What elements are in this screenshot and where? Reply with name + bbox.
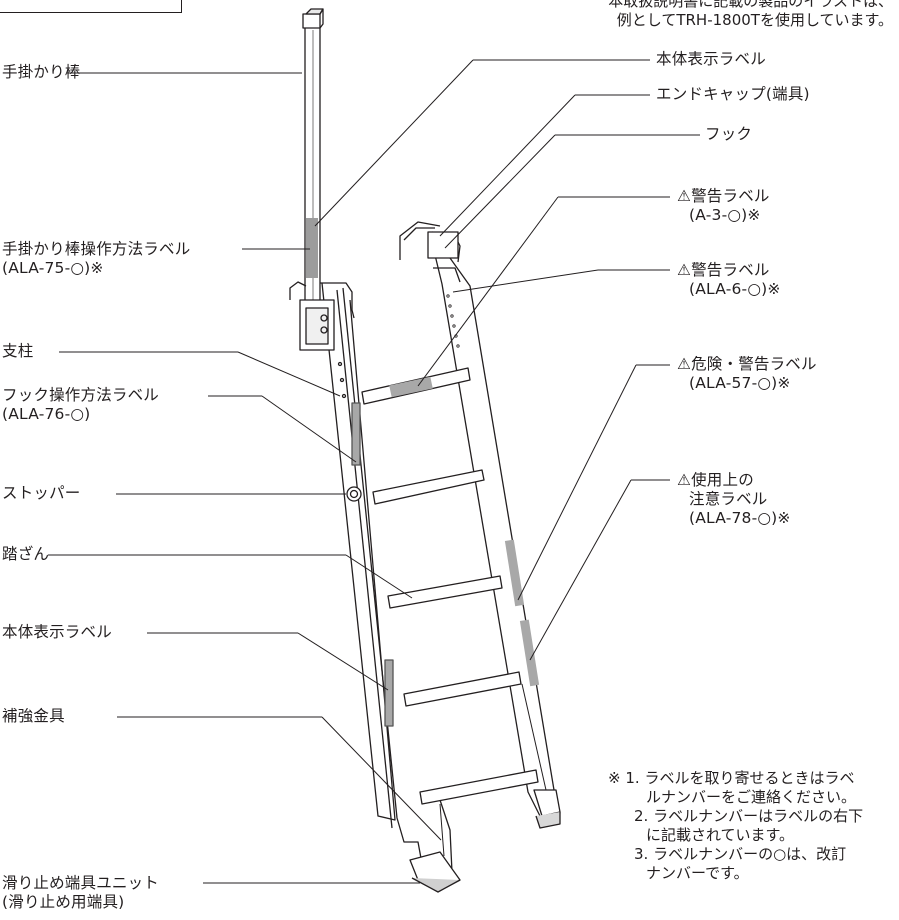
footnote-1: 1. ラベルを取り寄せるときはラベ [625,769,855,787]
label-warning-ala6: ⚠警告ラベル (ALA-6-○)※ [677,261,781,299]
label-handrail: 手掛かり棒 [2,63,81,81]
label-bracket: 補強金具 [2,707,65,725]
label-hook-operation-code: (ALA-76-○) [2,405,91,423]
footnote-mark: ※ [608,769,621,787]
footnote-2: 2. ラベルナンバーはラベルの右下 [634,807,864,825]
header-note: 本取扱説明書に記載の製品のイラストは、 例としてTRH-1800Tを使用していま… [548,0,893,30]
footnote-1-cont: ルナンバーをご連絡ください。 [646,788,857,806]
label-caution-line2: 注意ラベル [689,490,768,508]
warning-icon: ⚠ [677,261,692,279]
label-foot-unit: 滑り止め端具ユニット (滑り止め用端具) [2,874,159,912]
label-body-display-1: 本体表示ラベル [656,50,766,68]
footnote-3: 3. ラベルナンバーの○は、改訂 [634,845,847,863]
rungs [361,367,539,805]
label-rung: 踏ざん [2,545,50,563]
label-warning-ala6-title: 警告ラベル [691,261,770,279]
footnote-2-cont: に記載されています。 [646,826,795,844]
label-body-display-2: 本体表示ラベル [2,623,112,641]
label-handrail-operation-title: 手掛かり棒操作方法ラベル [2,240,191,258]
right-rail [399,221,561,829]
label-handrail-operation-code: (ALA-75-○)※ [2,259,104,277]
header-note-line2: 例としてTRH-1800Tを使用しています。 [616,11,893,29]
label-danger-warning: ⚠危険・警告ラベル (ALA-57-○)※ [677,355,817,393]
warning-icon: ⚠ [677,355,692,373]
handrail-pole [289,8,324,305]
label-hook-operation-title: フック操作方法ラベル [2,386,160,404]
label-foot-unit-sub: (滑り止め用端具) [2,893,125,911]
label-end-cap: エンドキャップ(端具) [656,85,810,103]
label-post: 支柱 [2,342,34,360]
footnotes: ※ 1. ラベルを取り寄せるときはラベ ルナンバーをご連絡ください。 2. ラベ… [608,769,863,883]
label-caution: ⚠使用上の 注意ラベル (ALA-78-○)※ [677,471,791,528]
feet [409,851,461,893]
label-danger-warning-code: (ALA-57-○)※ [689,374,791,392]
header-frame [0,0,182,13]
label-hook-operation: フック操作方法ラベル (ALA-76-○) [2,386,159,424]
label-caution-title: 使用上の [691,471,754,489]
header-note-line1: 本取扱説明書に記載の製品のイラストは、 [608,0,893,10]
warning-icon: ⚠ [677,187,692,205]
label-stopper: ストッパー [2,484,81,502]
braces [439,683,547,857]
label-caution-code: (ALA-78-○)※ [689,509,791,527]
label-hook: フック [705,125,753,143]
footnote-3-cont: ナンバーです。 [646,864,749,882]
label-warning-a3: ⚠警告ラベル (A-3-○)※ [677,187,770,225]
label-danger-warning-title: 危険・警告ラベル [691,355,817,373]
label-warning-a3-code: (A-3-○)※ [689,206,761,224]
label-warning-a3-title: 警告ラベル [691,187,770,205]
label-foot-unit-title: 滑り止め端具ユニット [2,874,160,892]
label-handrail-operation: 手掛かり棒操作方法ラベル (ALA-75-○)※ [2,240,190,278]
warning-icon: ⚠ [677,471,692,489]
left-rail [299,282,453,891]
label-warning-ala6-code: (ALA-6-○)※ [689,280,781,298]
leader-lines [48,59,700,884]
